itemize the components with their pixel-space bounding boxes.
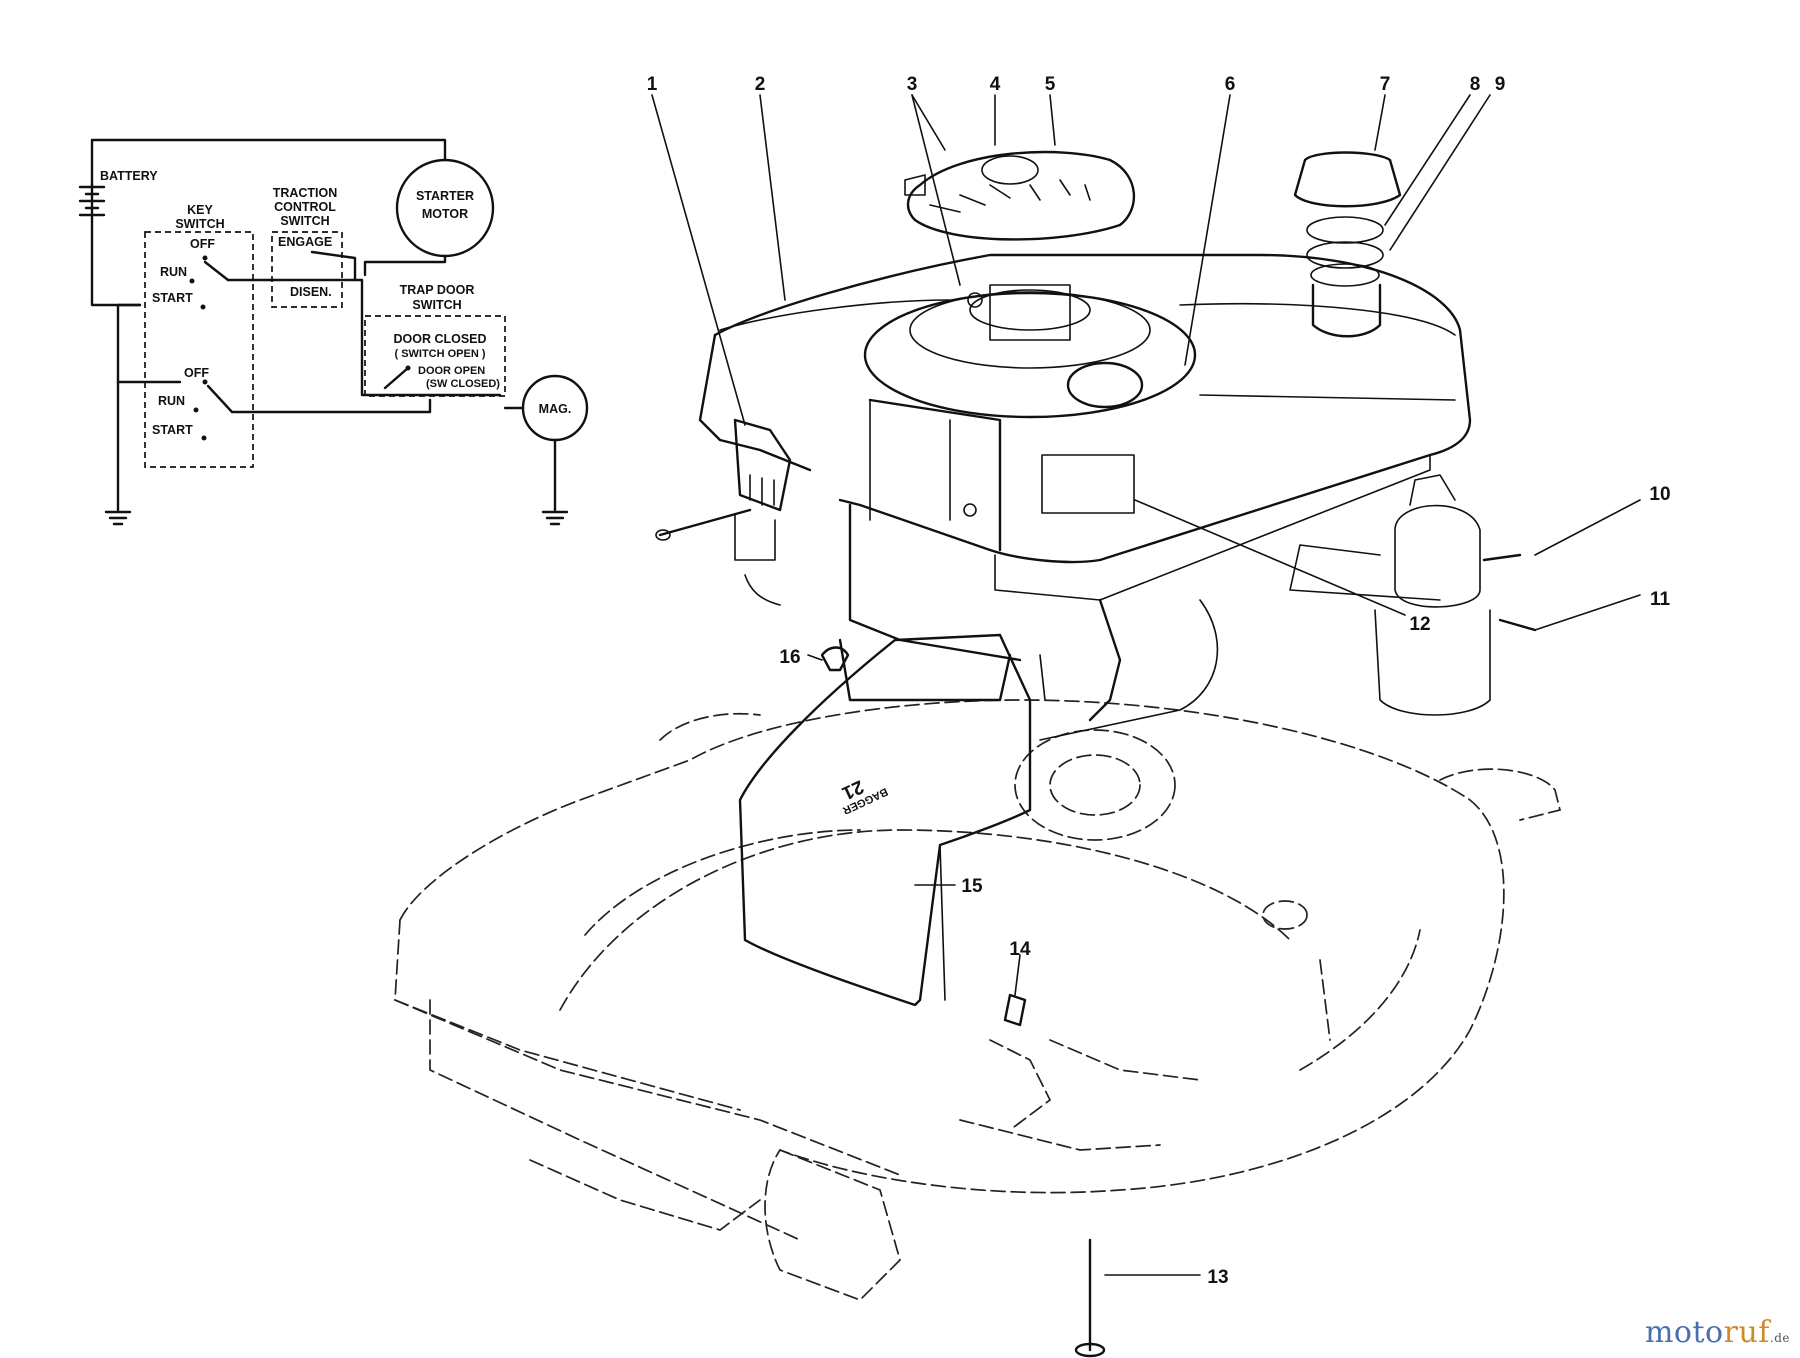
callout-3: 3 — [907, 74, 918, 95]
traction-disen: DISEN. — [290, 285, 332, 299]
callout-numbers: 1 2 3 4 5 6 7 8 9 10 11 12 13 14 15 16 — [647, 74, 1671, 1288]
engine-assembly: 21 BAGGER — [655, 150, 1537, 1358]
callout-10: 10 — [1649, 484, 1670, 505]
starter-label-1: STARTER — [416, 189, 474, 203]
bolt-16 — [820, 646, 850, 672]
key-switch-label-2: SWITCH — [175, 217, 224, 231]
leader-lines — [651, 94, 1641, 1276]
callout-7: 7 — [1380, 74, 1391, 95]
door-closed-label-2: ( SWITCH OPEN ) — [394, 348, 485, 360]
callout-11: 11 — [1650, 589, 1671, 610]
traction-label-1: TRACTION — [273, 186, 338, 200]
traction-label-2: CONTROL — [274, 200, 336, 214]
trap-door-label-1: TRAP DOOR — [400, 283, 475, 297]
bolt-14 — [1003, 993, 1027, 1027]
callout-12: 12 — [1409, 614, 1430, 635]
callout-16: 16 — [779, 647, 800, 668]
callout-4: 4 — [990, 74, 1001, 95]
callout-8: 8 — [1470, 74, 1481, 95]
fuel-cap — [1293, 151, 1402, 208]
battery-label: BATTERY — [100, 169, 158, 183]
door-open-label-1: DOOR OPEN — [418, 365, 485, 377]
trap-door-switch-box — [364, 315, 506, 397]
grass-chute — [738, 633, 1032, 1007]
callout-6: 6 — [1225, 74, 1236, 95]
callout-5: 5 — [1045, 74, 1056, 95]
ground-symbol-battery — [104, 510, 132, 526]
key-run-1: RUN — [160, 265, 187, 279]
wiring-schematic: BATTERY STARTER MOTOR KEY SWITCH OFF RUN… — [78, 138, 589, 526]
bolt-13 — [1074, 1342, 1106, 1358]
key-run-2: RUN — [158, 394, 185, 408]
door-open-label-2: (SW CLOSED) — [426, 378, 500, 390]
trap-door-label-2: SWITCH — [412, 298, 461, 312]
callout-9: 9 — [1495, 74, 1506, 95]
battery-symbol — [78, 185, 106, 217]
callout-2: 2 — [755, 74, 766, 95]
callout-1: 1 — [647, 74, 658, 95]
mower-deck — [394, 699, 1562, 1301]
decal-plate — [1041, 454, 1135, 514]
door-closed-label-1: DOOR CLOSED — [393, 332, 486, 346]
key-off-1: OFF — [190, 237, 215, 251]
callout-14: 14 — [1009, 939, 1031, 960]
traction-label-3: SWITCH — [280, 214, 329, 228]
site-watermark: motoruf.de — [1644, 1315, 1790, 1350]
mag-label: MAG. — [539, 402, 572, 416]
traction-switch-box — [271, 231, 343, 308]
key-start-1: START — [152, 291, 193, 305]
key-start-2: START — [152, 423, 193, 437]
key-switch-box — [144, 231, 254, 468]
key-switch-label-1: KEY — [187, 203, 213, 217]
callout-15: 15 — [961, 876, 983, 897]
starter-label-2: MOTOR — [422, 207, 468, 221]
callout-13: 13 — [1207, 1267, 1228, 1288]
key-off-2: OFF — [184, 366, 209, 380]
ground-symbol-mag — [541, 510, 569, 526]
traction-engage: ENGAGE — [278, 235, 332, 249]
chute-badge: 21 BAGGER — [838, 775, 889, 816]
